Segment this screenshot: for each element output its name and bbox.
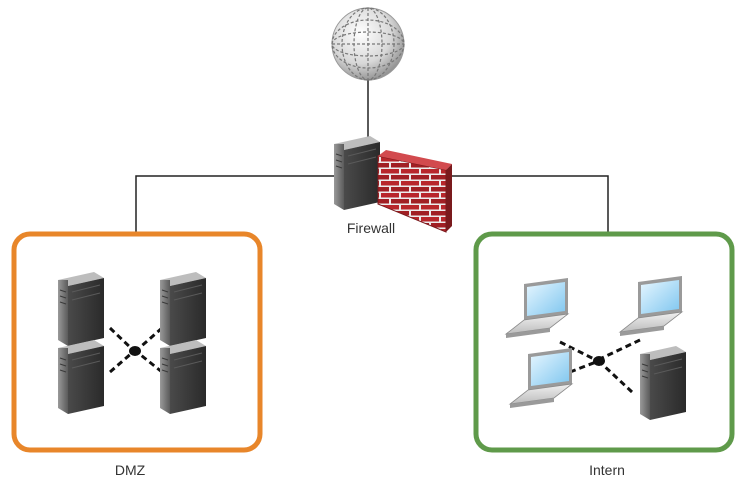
- dmz-label: DMZ: [114, 462, 146, 478]
- server-icon: [57, 271, 105, 347]
- dmz-zone-border: [11, 231, 263, 453]
- hub-node-icon: [593, 356, 605, 366]
- server-icon: [159, 271, 207, 347]
- intern-label: Intern: [589, 462, 625, 478]
- internet-globe-icon: [331, 7, 405, 81]
- firewall-to-dmz-line: [135, 175, 340, 232]
- server-icon: [159, 339, 207, 415]
- firewall-to-intern-line: [446, 175, 609, 232]
- hub-node-icon: [129, 346, 141, 356]
- intern-links: [559, 338, 641, 394]
- brick-wall-icon: [377, 150, 452, 233]
- intern-zone-border: [473, 231, 735, 453]
- dmz-links: [108, 326, 163, 374]
- connection-lines: [135, 80, 609, 232]
- laptop-icon: [619, 275, 683, 337]
- server-icon: [639, 345, 687, 421]
- dmz-network: [57, 271, 207, 415]
- firewall-server-icon: [333, 135, 381, 211]
- laptop-icon: [509, 347, 573, 409]
- intern-network: [505, 275, 687, 421]
- server-icon: [57, 339, 105, 415]
- firewall-label: Firewall: [346, 220, 396, 236]
- laptop-icon: [505, 277, 569, 339]
